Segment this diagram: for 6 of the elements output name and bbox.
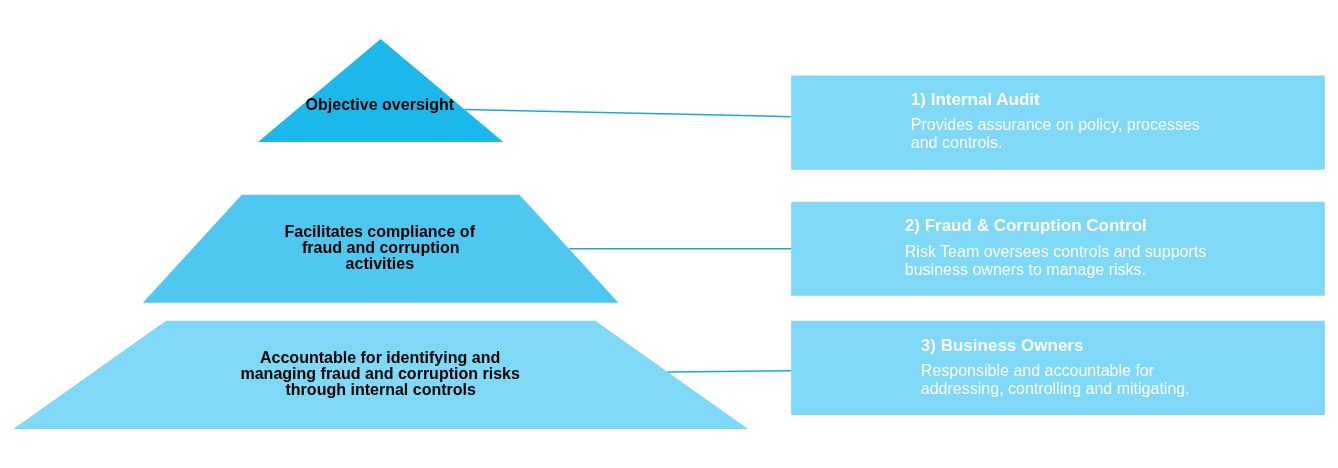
connector: [568, 248, 792, 250]
node-box: 3) Business Owners Responsible and accountable for addressing, controlling and mitigating.: [791, 320, 1325, 415]
connector: [666, 369, 792, 373]
node-box: 2) Fraud & Corruption Control Risk Team oversees controls and supports business owners to manage risks.: [791, 201, 1325, 296]
connector: [464, 108, 792, 118]
node-box: 1) Internal Audit Provides assurance on policy, processes and controls.: [791, 75, 1325, 170]
